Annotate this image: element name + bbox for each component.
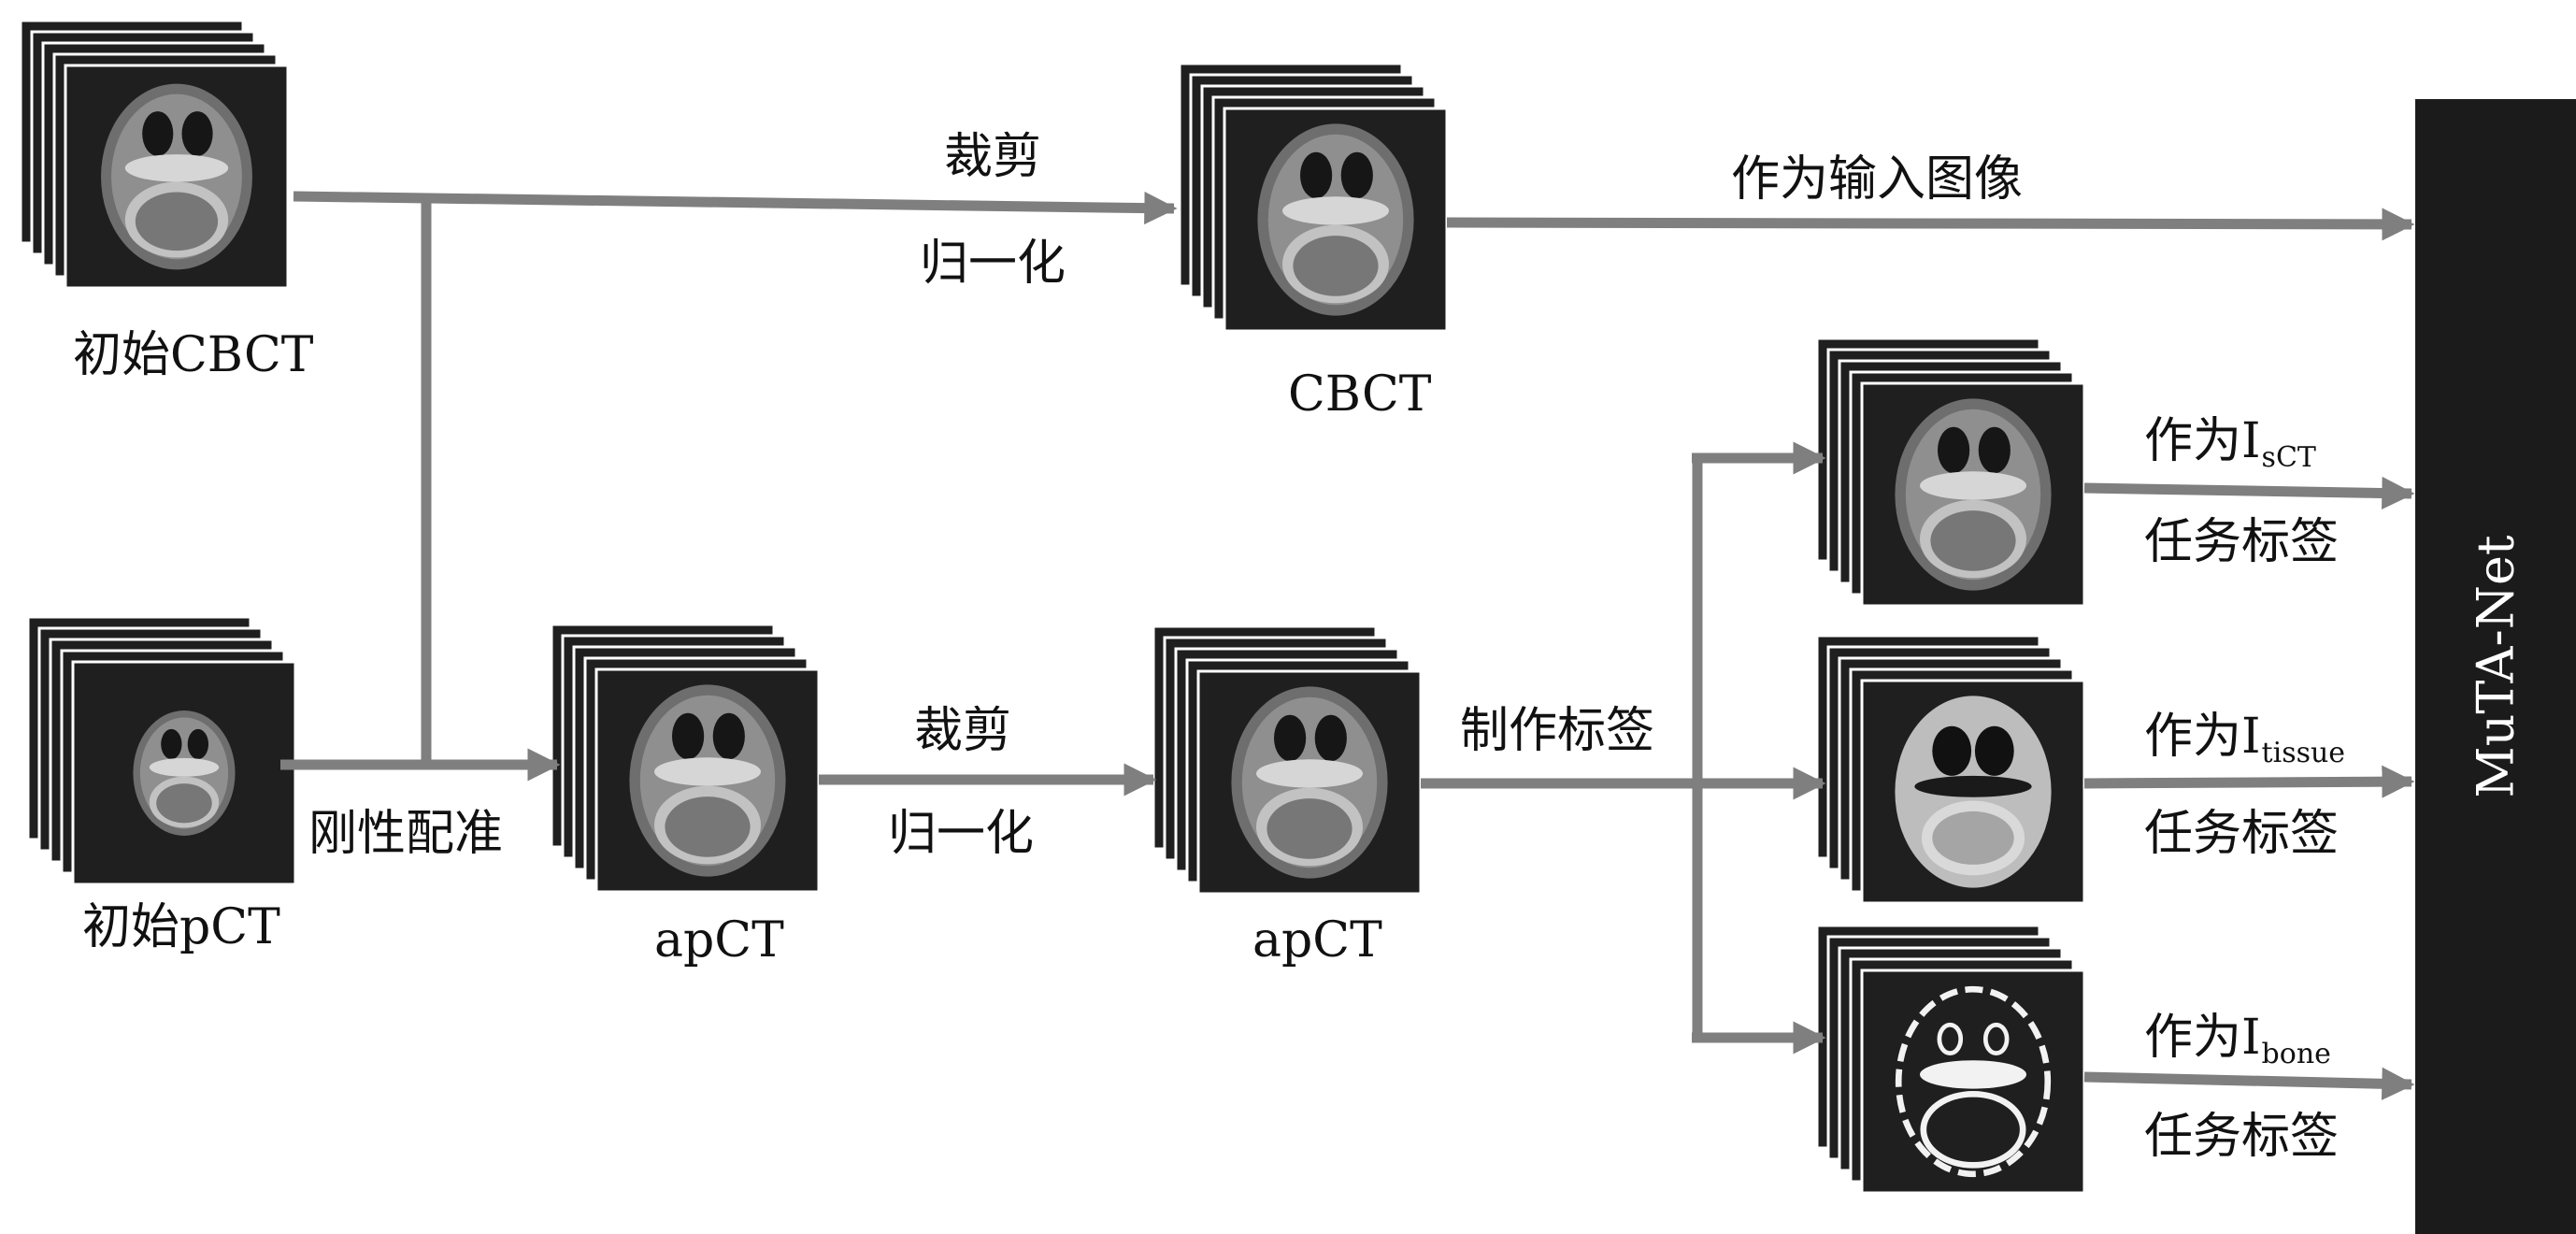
label-normalize-mid: 归一化 — [888, 806, 1035, 862]
task-subscript: tissue — [2261, 737, 2346, 769]
ct-slice-stack-icon — [101, 83, 252, 270]
ct-stack-cbct — [1178, 62, 1449, 333]
label-make-label: 制作标签 — [1460, 703, 1655, 759]
task-prefix: 作为I — [2144, 413, 2261, 469]
label-task-sct: 作为IsCT — [2144, 417, 2316, 472]
ct-stack-bone-label — [1815, 924, 2086, 1195]
ct-slice-stack-icon — [1895, 398, 2052, 591]
ct-stack-tissue-label — [1815, 634, 2086, 905]
ct-stack-apct-registered — [550, 623, 821, 894]
label-task-bone: 作为Ibone — [2144, 1013, 2331, 1069]
label-apct-registered: apCT — [654, 912, 784, 969]
label-as-input-image: 作为输入图像 — [1731, 151, 2024, 208]
label-task-tissue: 作为Itissue — [2144, 712, 2345, 768]
ct-slice-stack-icon — [1895, 696, 2052, 888]
task-prefix: 作为I — [2144, 709, 2261, 765]
label-crop-mid: 裁剪 — [914, 703, 1012, 759]
network-label: MuTA-Net — [2466, 535, 2526, 798]
label-cbct: CBCT — [1288, 366, 1432, 423]
label-rigid-registration: 刚性配准 — [308, 806, 504, 862]
label-task-bone-line2: 任务标签 — [2144, 1109, 2340, 1165]
ct-slice-stack-icon — [1231, 686, 1388, 879]
ct-slice-stack-icon — [629, 684, 786, 877]
task-subscript: sCT — [2261, 441, 2316, 474]
ct-stack-sct-label — [1815, 337, 2086, 608]
task-prefix: 作为I — [2144, 1010, 2261, 1066]
arrow-tissue-to-network — [2083, 765, 2415, 798]
ct-slice-stack-icon — [1257, 123, 1414, 316]
arrow-cbct-to-crop — [293, 191, 1178, 225]
label-apct-normalized: apCT — [1252, 912, 1382, 969]
ct-slice-stack-icon — [133, 710, 236, 836]
label-normalize-top: 归一化 — [920, 236, 1066, 292]
label-task-sct-line2: 任务标签 — [2144, 514, 2340, 570]
label-task-tissue-line2: 任务标签 — [2144, 806, 2340, 862]
task-subscript: bone — [2261, 1038, 2331, 1070]
arrow-bone-to-network — [2083, 1067, 2415, 1100]
arrow-cbct-to-network — [1446, 208, 2415, 241]
label-crop-top: 裁剪 — [944, 129, 1042, 185]
label-initial-cbct: 初始CBCT — [73, 327, 314, 383]
ct-stack-apct-normalized — [1152, 624, 1423, 896]
arrow-sct-to-network — [2083, 476, 2415, 510]
ct-stack-initial-cbct — [19, 19, 290, 290]
network-block-muta-net: MuTA-Net — [2415, 99, 2576, 1234]
ct-stack-initial-pct — [26, 615, 297, 886]
label-initial-pct: 初始pCT — [82, 899, 280, 955]
